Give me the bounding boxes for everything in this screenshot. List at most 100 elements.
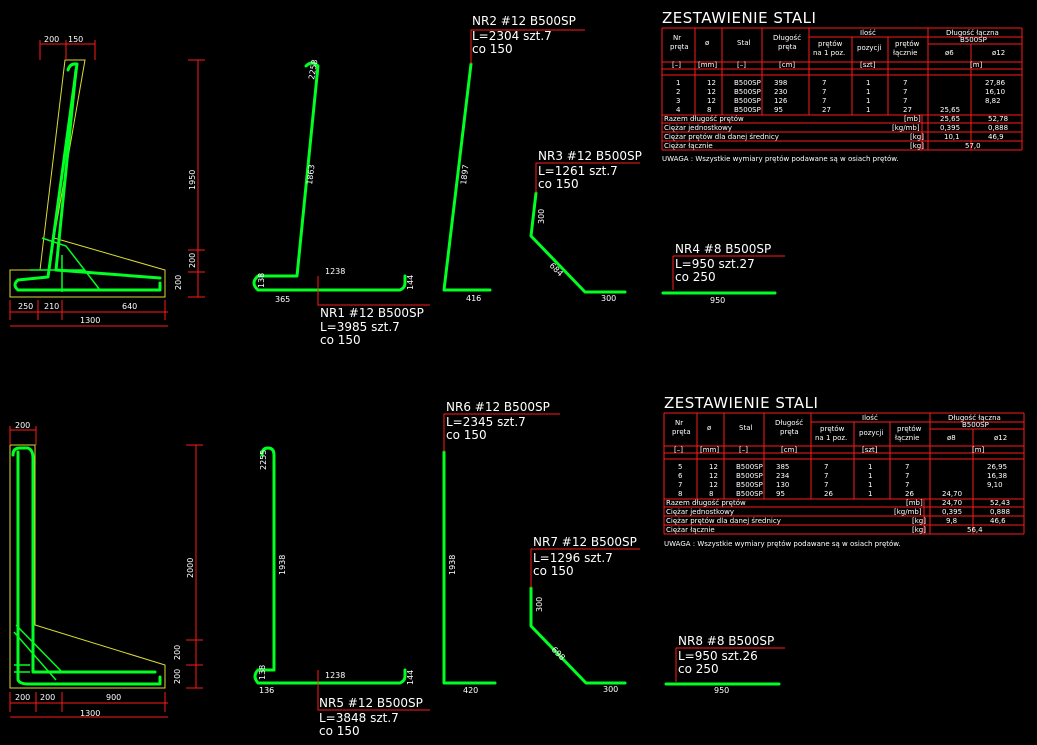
nr4-length: L=950 szt.27 bbox=[675, 257, 755, 271]
t1-sum4a: 57,0 bbox=[965, 142, 981, 150]
nr6-leader bbox=[443, 413, 560, 452]
dim-1300: 1300 bbox=[80, 316, 100, 325]
t2-h-na1: na 1 poz. bbox=[815, 434, 847, 442]
section-1-dim-top bbox=[39, 40, 96, 60]
section-1-rebar-diag bbox=[41, 237, 101, 291]
bar-nr2: NR2 #12 B500SP L=2304 szt.7 co 150 1897 … bbox=[442, 14, 585, 303]
nr7-title: NR7 #12 B500SP bbox=[533, 535, 637, 549]
table-cell: 398 bbox=[774, 79, 787, 87]
t2-h-b500: B500SP bbox=[962, 421, 989, 429]
t2-h-f8: ø8 bbox=[947, 434, 956, 442]
table-cell: 2 bbox=[676, 88, 680, 96]
t1-h-stal: Stal bbox=[737, 39, 750, 47]
nr1-length: L=3985 szt.7 bbox=[320, 320, 400, 334]
nr6-title: NR6 #12 B500SP bbox=[446, 400, 550, 414]
table-cell: 1 bbox=[868, 481, 872, 489]
bar-nr4: NR4 #8 B500SP L=950 szt.27 co 250 950 bbox=[661, 242, 785, 305]
nr5-dim-136: 136 bbox=[259, 686, 274, 695]
table-cell: 1 bbox=[866, 106, 870, 114]
table-cell: 6 bbox=[678, 472, 683, 480]
nr4-spacing: co 250 bbox=[675, 270, 716, 284]
table-cell: 26,95 bbox=[987, 463, 1007, 471]
nr1-shape bbox=[252, 61, 407, 292]
bar-nr6: NR6 #12 B500SP L=2345 szt.7 co 150 1938 … bbox=[442, 400, 560, 695]
table-cell: 95 bbox=[776, 490, 785, 498]
table-cell: B500SP bbox=[736, 463, 763, 471]
table-cell: 1 bbox=[866, 88, 870, 96]
table-2-grid bbox=[663, 412, 1025, 535]
t2-u5: [szt] bbox=[862, 446, 878, 454]
table-cell: 126 bbox=[774, 97, 788, 105]
nr1-dim-1863: 1863 bbox=[305, 164, 316, 185]
nr8-dim-950: 950 bbox=[714, 686, 729, 695]
nr1-title: NR1 #12 B500SP bbox=[320, 306, 424, 320]
t2-u4: [cm] bbox=[781, 446, 797, 454]
nr3-dim-684: 684 bbox=[548, 261, 565, 278]
table-cell: 27,86 bbox=[985, 79, 1006, 87]
t2-h-ilosc: Ilość bbox=[862, 414, 878, 422]
t2-h-prl2: łącznie bbox=[895, 434, 920, 442]
t1-sum3: Ciężar prętów dla danej średnicy bbox=[664, 133, 779, 141]
table-cell: 26 bbox=[905, 490, 914, 498]
t2-h-pretow: prętów bbox=[820, 425, 845, 433]
t1-u5: [szt] bbox=[860, 61, 876, 69]
nr7-dim-300b: 300 bbox=[603, 685, 618, 694]
table-cell: 16,10 bbox=[985, 88, 1005, 96]
nr3-dim-300: 300 bbox=[537, 209, 546, 224]
nr7-shape bbox=[529, 586, 627, 685]
dim-200: 200 bbox=[44, 35, 59, 44]
t2-sum4a: 56,4 bbox=[967, 526, 983, 534]
t2-h-poz: pozycji bbox=[859, 429, 883, 437]
t1-sum3b: 46,9 bbox=[988, 133, 1004, 141]
t1-h-dlug: Długość łączna bbox=[946, 29, 999, 37]
table-cell: B500SP bbox=[736, 490, 763, 498]
nr8-spacing: co 250 bbox=[678, 662, 719, 676]
nr3-shape bbox=[529, 191, 627, 294]
table-cell: 7 bbox=[824, 472, 828, 480]
nr6-length: L=2345 szt.7 bbox=[446, 415, 526, 429]
nr6-dim-420: 420 bbox=[463, 686, 478, 695]
table-cell: 1 bbox=[868, 490, 872, 498]
dim-side-200b: 200 bbox=[174, 275, 183, 290]
section-2-dim-right bbox=[186, 444, 203, 689]
nr5-dim-138: 138 bbox=[258, 665, 267, 680]
table-cell: 12 bbox=[709, 463, 718, 471]
t1-note: UWAGA : Wszystkie wymiary prętów podawan… bbox=[662, 155, 899, 163]
nr5-title: NR5 #12 B500SP bbox=[319, 696, 423, 710]
bar-nr1: 2258 1863 138 1238 144 365 NR1 #12 B500S… bbox=[252, 59, 430, 347]
t1-sum1a: 25,65 bbox=[940, 115, 960, 123]
table-cell: 7 bbox=[824, 463, 828, 471]
nr6-spacing: co 150 bbox=[446, 428, 487, 442]
t1-sum4u: [kg] bbox=[910, 142, 924, 150]
nr1-dim-2258: 2258 bbox=[307, 59, 319, 81]
t2-h-dl2: pręta bbox=[780, 428, 799, 436]
t2-note: UWAGA : Wszystkie wymiary prętów podawan… bbox=[664, 540, 901, 548]
table-cell: 1 bbox=[868, 463, 872, 471]
t2-sum3u: [kg] bbox=[912, 517, 926, 525]
t1-h-na1: na 1 poz. bbox=[813, 49, 845, 57]
nr3-dim-300b: 300 bbox=[601, 294, 616, 303]
table-cell: 234 bbox=[776, 472, 790, 480]
section-1-outline bbox=[9, 59, 166, 298]
t1-h-b500: B500SP bbox=[960, 36, 987, 44]
t1-sum2b: 0,888 bbox=[988, 124, 1008, 132]
table-cell: 7 bbox=[903, 97, 907, 105]
nr1-spacing: co 150 bbox=[320, 333, 361, 347]
nr7-leader bbox=[530, 548, 640, 588]
dim2-200: 200 bbox=[15, 421, 30, 430]
section-2-outline bbox=[9, 444, 166, 689]
nr5-dim-144: 144 bbox=[406, 670, 415, 685]
nr5-dim-2255: 2255 bbox=[259, 450, 268, 470]
table-cell: 7 bbox=[905, 463, 909, 471]
t1-sum2a: 0,395 bbox=[940, 124, 960, 132]
dim-side-200: 200 bbox=[188, 253, 197, 268]
table-cell: B500SP bbox=[736, 481, 763, 489]
steel-table-1: ZESTAWIENIE STALI Nr pręta ø Stal Długoś… bbox=[661, 9, 1023, 163]
table-cell: 12 bbox=[709, 481, 718, 489]
t2-u2: [mm] bbox=[700, 446, 719, 454]
t1-sum4: Ciężar łącznie bbox=[664, 142, 713, 150]
nr3-title: NR3 #12 B500SP bbox=[538, 149, 642, 163]
table-cell: 7 bbox=[905, 481, 909, 489]
nr3-length: L=1261 szt.7 bbox=[538, 164, 618, 178]
table-cell: 25,65 bbox=[940, 106, 960, 114]
